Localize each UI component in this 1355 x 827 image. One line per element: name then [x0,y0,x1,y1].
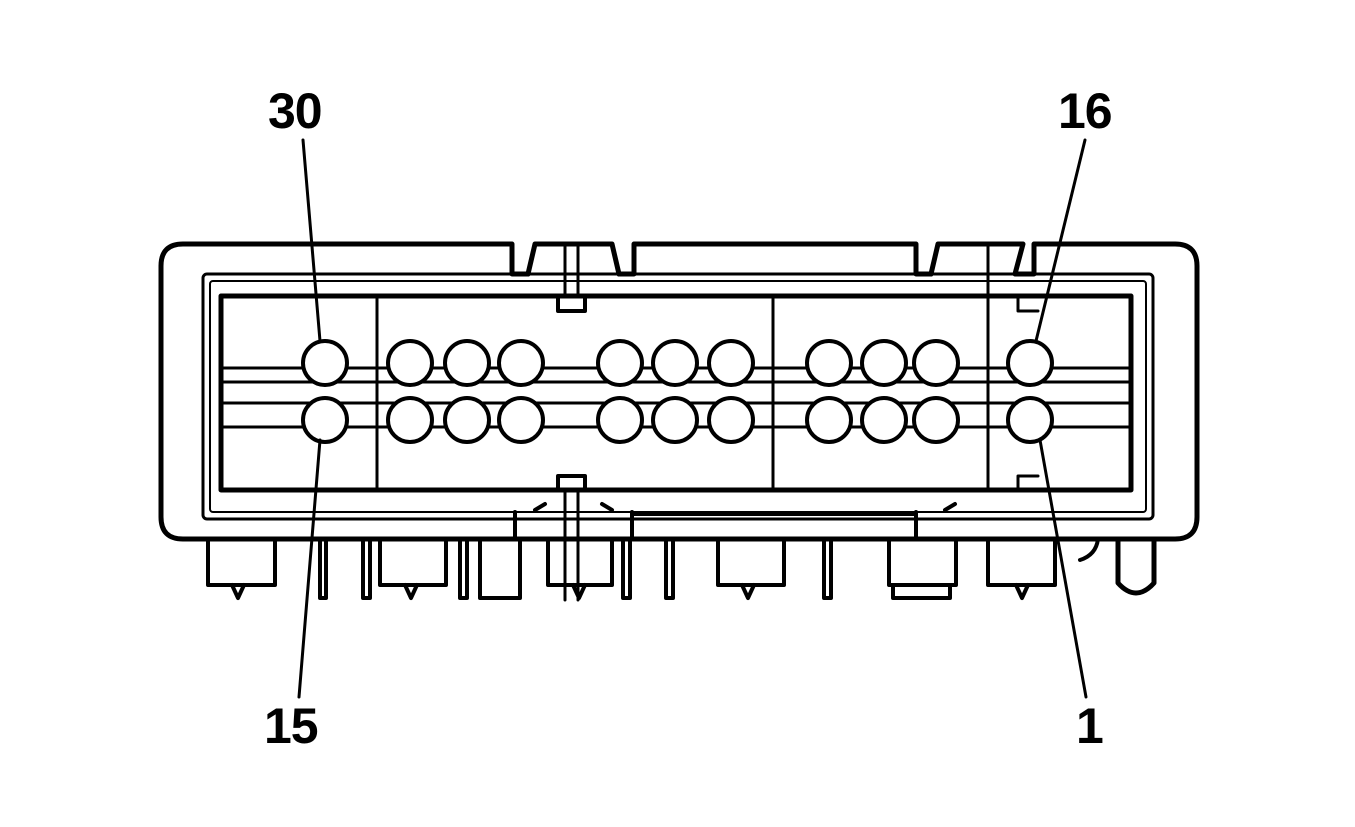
pin-label-1: 1 [1076,698,1104,754]
housing-inner-frame [201,272,1155,521]
top-latch-key [556,294,587,313]
locking-peg [1115,536,1157,596]
leader-pin-15 [297,438,322,699]
pin-label-30: 30 [268,83,323,139]
pin-label-16: 16 [1058,83,1113,139]
leader-pin-1 [1038,438,1088,699]
bottom-latch-key [556,474,587,492]
section-dividers [375,294,990,492]
pin-label-15: 15 [264,698,319,754]
bottom-latch-stem [563,488,580,602]
pin-row-top [301,339,1054,387]
locking-peg-hook [1078,537,1100,562]
pin-row-bottom [301,396,1054,444]
leader-pin-30 [301,138,322,343]
terminal-tabs [206,502,1057,600]
pin-30 [301,339,349,387]
callout-leaders [297,138,1088,699]
pin-16 [1006,339,1054,387]
pin-1 [1006,396,1054,444]
right-bottom-step [1016,474,1040,492]
top-latch-stem [563,242,580,298]
pin-cavity-area [218,293,1134,493]
right-top-step [1016,294,1040,313]
leader-pin-16 [1034,138,1087,343]
pin-15 [301,396,349,444]
